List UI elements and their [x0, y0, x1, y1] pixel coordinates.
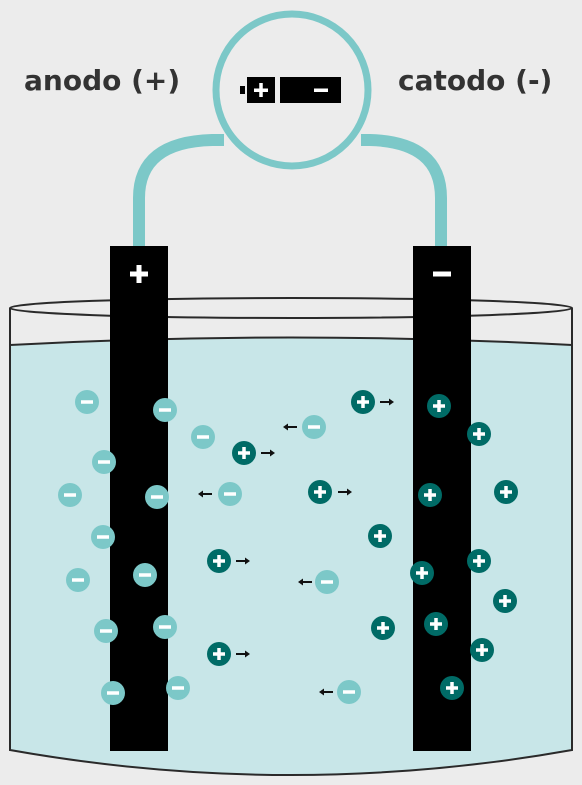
battery-plus-v — [259, 83, 263, 97]
cation-icon — [308, 480, 332, 504]
anion-icon — [191, 425, 215, 449]
anion-icon — [91, 525, 115, 549]
anion-icon — [315, 570, 339, 594]
anode-plus-v — [136, 265, 142, 283]
arrow-icon — [236, 650, 250, 658]
anion-icon — [94, 619, 118, 643]
anode-label: anodo (+) — [24, 64, 181, 97]
beaker-outline — [9, 308, 573, 776]
battery-icon — [240, 77, 341, 103]
cation-icon — [207, 549, 231, 573]
cation-icon — [440, 676, 464, 700]
cation-icon — [470, 638, 494, 662]
cation-icon — [427, 394, 451, 418]
arrow-icon — [298, 578, 312, 586]
beaker-rim — [9, 297, 573, 319]
arrows-layer — [198, 398, 394, 696]
cathode-minus — [433, 271, 451, 277]
cation-icon — [207, 642, 231, 666]
cation-icon — [467, 422, 491, 446]
anion-icon — [166, 676, 190, 700]
cathode-label: catodo (-) — [398, 64, 553, 97]
anion-icon — [145, 485, 169, 509]
cation-icon — [467, 549, 491, 573]
arrow-icon — [380, 398, 394, 406]
anion-icon — [218, 482, 242, 506]
cation-icon — [493, 589, 517, 613]
arrow-icon — [338, 488, 352, 496]
arrow-icon — [283, 423, 297, 431]
wire — [133, 134, 447, 246]
anion-icon — [101, 681, 125, 705]
cation-icon — [371, 616, 395, 640]
anion-icon — [337, 680, 361, 704]
anion-icon — [302, 415, 326, 439]
cation-icon — [351, 390, 375, 414]
cation-icon — [368, 524, 392, 548]
arrow-icon — [198, 490, 212, 498]
anion-icon — [153, 615, 177, 639]
anion-icon — [58, 483, 82, 507]
battery-minus — [314, 88, 328, 92]
anion-icon — [66, 568, 90, 592]
cation-icon — [424, 612, 448, 636]
arrow-icon — [319, 688, 333, 696]
ions-layer — [58, 390, 518, 705]
electrolyte-surface — [9, 336, 573, 346]
anion-icon — [153, 398, 177, 422]
cation-icon — [232, 441, 256, 465]
arrow-icon — [261, 449, 275, 457]
arrow-icon — [236, 557, 250, 565]
cation-icon — [494, 480, 518, 504]
anion-icon — [92, 450, 116, 474]
cation-icon — [410, 561, 434, 585]
anion-icon — [75, 390, 99, 414]
cation-icon — [418, 483, 442, 507]
anion-icon — [133, 563, 157, 587]
